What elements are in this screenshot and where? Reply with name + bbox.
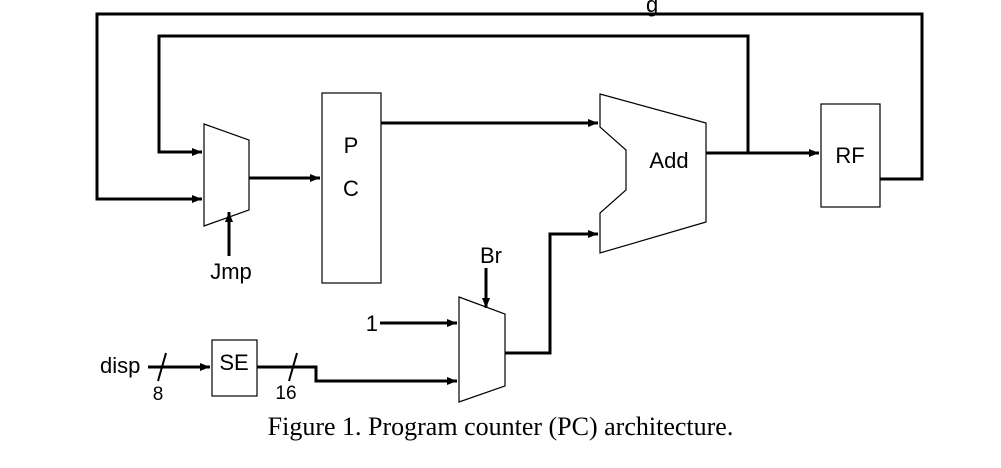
register-file bbox=[820, 103, 881, 208]
bus-width-slash-8 bbox=[157, 352, 167, 382]
br-label: Br bbox=[480, 243, 502, 268]
bus-width-in-label: 8 bbox=[153, 384, 164, 405]
figure-caption: Figure 1. Program counter (PC) architect… bbox=[267, 412, 734, 441]
adder bbox=[599, 93, 707, 254]
add-feedback-wire bbox=[157, 34, 750, 156]
adder-label: Add bbox=[649, 148, 688, 173]
se-output-wire bbox=[257, 365, 457, 385]
pc-register bbox=[321, 92, 382, 284]
regfile-label: RF bbox=[835, 143, 864, 168]
rf-feedback-wire bbox=[95, 12, 924, 203]
jmp-label: Jmp bbox=[210, 259, 252, 284]
const-one-label: 1 bbox=[366, 311, 378, 336]
branch-mux-to-adder-wire bbox=[505, 230, 598, 355]
disp-label: disp bbox=[100, 353, 140, 378]
jump-mux bbox=[203, 123, 250, 227]
pc-label-bottom: C bbox=[343, 176, 359, 201]
bus-width-out-label: 16 bbox=[275, 383, 296, 404]
pc-label-top: P bbox=[344, 133, 359, 158]
sign-extend-label: SE bbox=[219, 350, 248, 375]
bus-width-slash-16 bbox=[288, 352, 298, 382]
branch-mux bbox=[458, 296, 506, 403]
